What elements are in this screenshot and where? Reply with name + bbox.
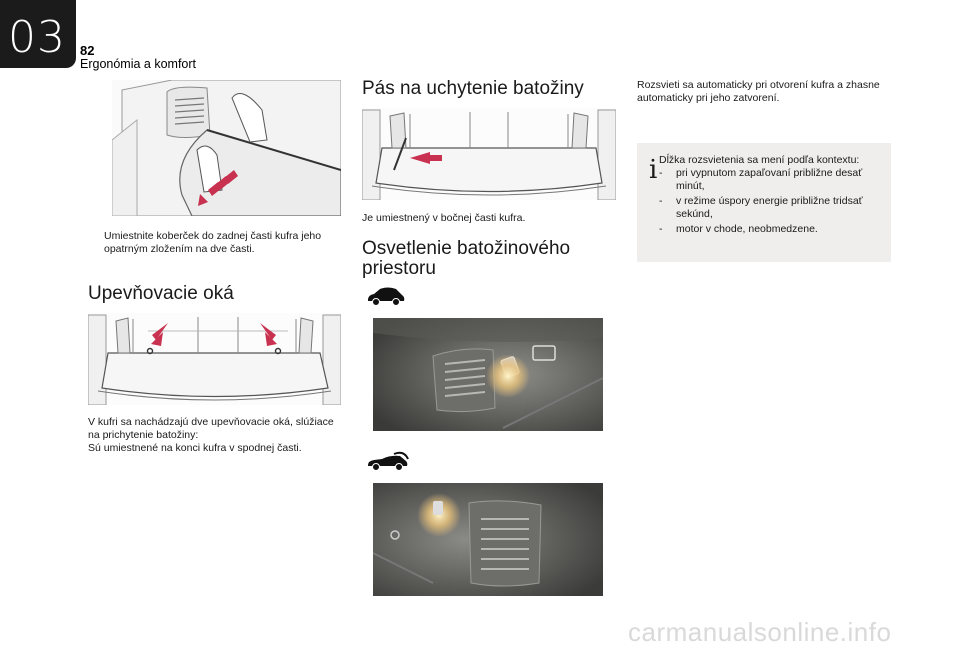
lighting-heading-line1: Osvetlenie batožinového [362, 238, 571, 259]
info-icon: i [649, 155, 658, 185]
info-item-text: v režime úspory energie približne tridsa… [676, 195, 863, 220]
info-item: - v režime úspory energie približne trid… [659, 195, 889, 221]
info-item-text: pri vypnutom zapaľovaní približne desať … [676, 167, 863, 192]
chapter-tab: 03 [0, 0, 76, 68]
info-item: - pri vypnutom zapaľovaní približne desa… [659, 167, 889, 193]
trunk-light-photo-hatchback [373, 318, 603, 431]
watermark: carmanualsonline.info [628, 617, 892, 647]
lighting-intro: Rozsvieti sa automaticky pri otvorení ku… [637, 79, 880, 104]
strap-description: Je umiestnený v bočnej časti kufra. [362, 212, 526, 224]
cabriolet-car-icon [366, 450, 410, 472]
section-heading-lighting: Osvetlenie batožinového priestoru [362, 239, 570, 279]
section-heading-strap: Pás na uchytenie batožiny [362, 78, 584, 99]
page-number: 82 [80, 43, 95, 58]
chapter-title: Ergonómia a komfort [80, 57, 197, 71]
info-item-text: motor v chode, neobmedzene. [676, 223, 818, 235]
step-text: Umiestnite koberček do zadnej časti kufr… [104, 230, 322, 255]
trunk-light-photo-cabriolet [373, 483, 603, 596]
section-heading-anchorage: Upevňovacie oká [88, 283, 234, 304]
info-item: - motor v chode, neobmedzene. [659, 223, 889, 236]
anchoring-eyes-illustration [88, 313, 341, 405]
anchorage-description: V kufri sa nachádzajú dve upevňovacie ok… [88, 416, 334, 441]
hatchback-car-icon [366, 285, 406, 307]
luggage-strap-illustration [362, 108, 616, 200]
trunk-mat-illustration [112, 80, 341, 216]
anchorage-location: Sú umiestnené na konci kufra v spodnej č… [88, 442, 302, 454]
dash-bullet-icon: - [659, 167, 663, 179]
lighting-heading-line2: priestoru [362, 258, 436, 279]
instruction-step: Umiestnite koberček do zadnej časti kufr… [89, 230, 344, 256]
dash-bullet-icon: - [659, 223, 663, 235]
info-box: i Dĺžka rozsvietenia sa mení podľa konte… [637, 143, 891, 262]
info-heading: Dĺžka rozsvietenia sa mení podľa kontext… [659, 154, 860, 166]
chapter-number: 03 [8, 12, 66, 63]
dash-bullet-icon: - [659, 195, 663, 207]
